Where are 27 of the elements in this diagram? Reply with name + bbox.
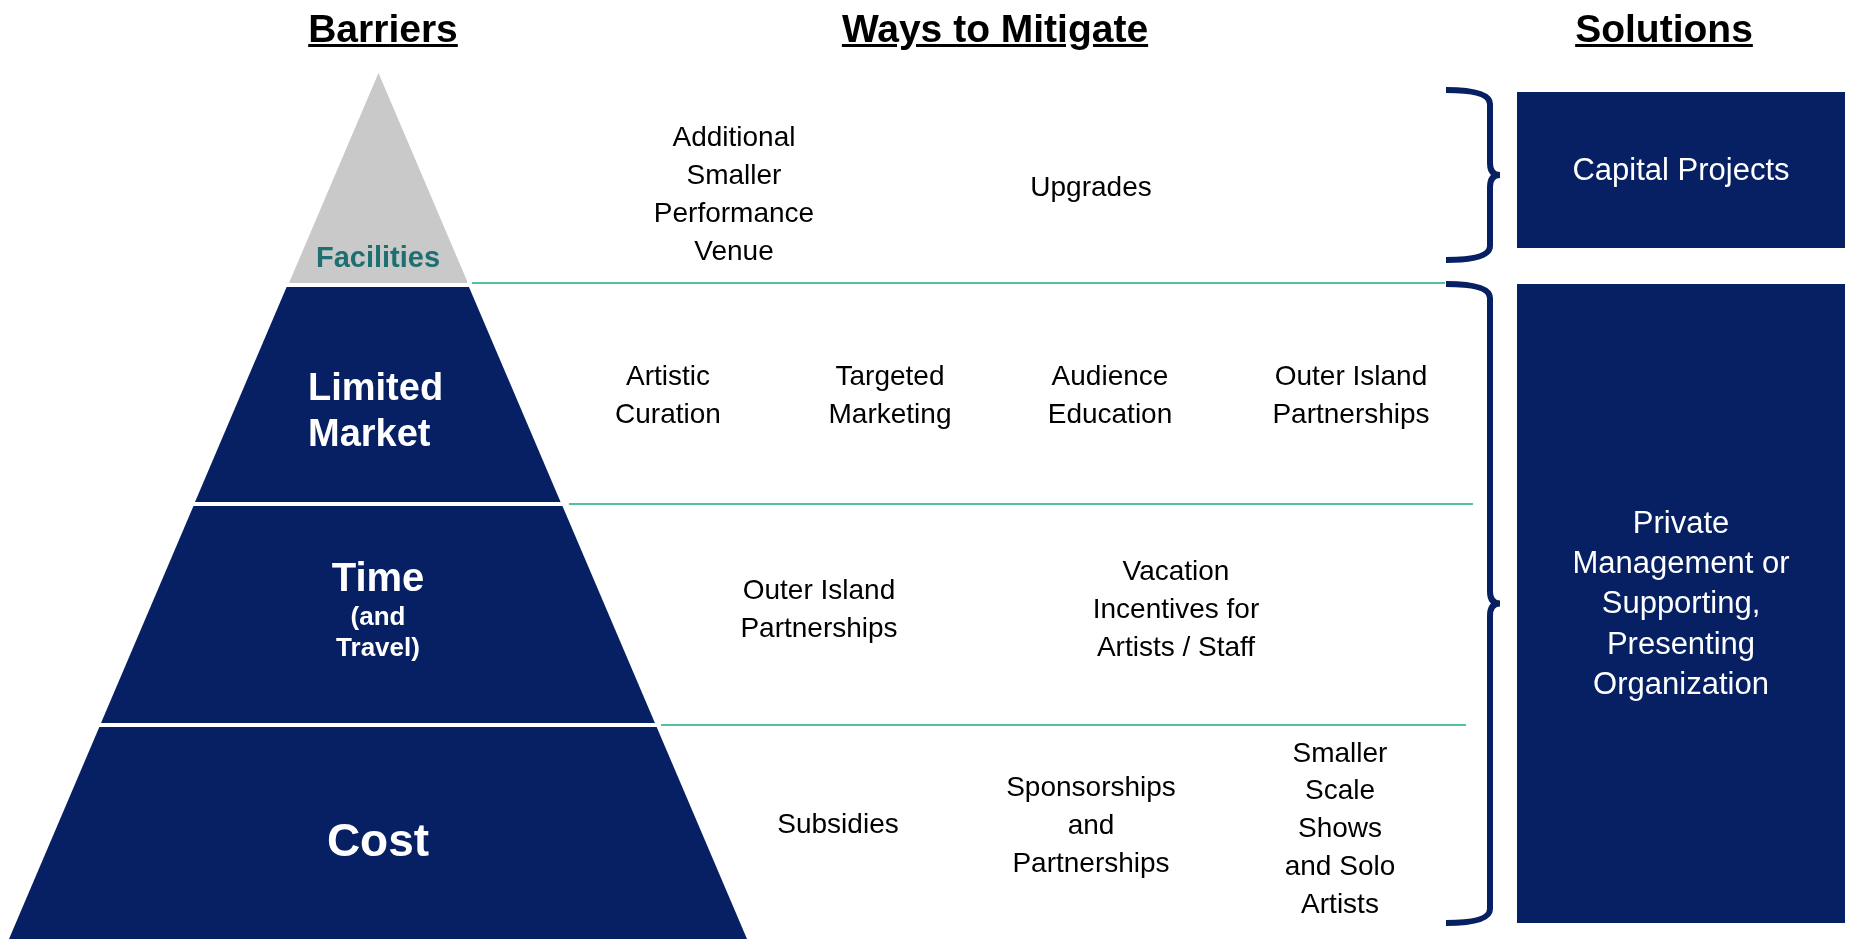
mitigation-text: Vacation Incentives for Artists / Staff <box>1091 554 1261 664</box>
layer-label: Facilities <box>315 240 441 275</box>
mitigation-text: Outer Island Partnerships <box>1271 359 1431 431</box>
layer-label: Cost <box>326 813 430 868</box>
column-heading: Barriers <box>308 5 458 52</box>
solution-label: Capital Projects <box>1571 150 1791 189</box>
mitigation-text: Sponsorships and Partnerships <box>1005 770 1177 880</box>
mitigation-text: Subsidies <box>777 807 899 842</box>
pyramid-layer <box>101 506 655 723</box>
mitigation-text: Upgrades <box>1030 170 1152 205</box>
column-heading: Solutions <box>1575 5 1753 52</box>
mitigation-text: Outer Island Partnerships <box>739 573 899 645</box>
mitigation-text: Audience Education <box>1046 359 1174 431</box>
pyramid-layer <box>195 287 561 502</box>
pyramid-layer <box>9 727 747 939</box>
layer-label: Time <box>331 554 425 601</box>
solution-label: Private Management or Supporting, Presenting Organization <box>1571 503 1791 703</box>
pyramid-layer <box>288 73 468 283</box>
mitigation-text: Targeted Marketing <box>827 359 953 431</box>
solution-box <box>1517 92 1845 248</box>
mitigation-text: Additional Smaller Performance Venue <box>652 120 816 268</box>
solution-box <box>1517 284 1845 923</box>
layer-label: (and Travel) <box>335 601 421 664</box>
layer-label: Limited Market <box>308 365 445 456</box>
mitigation-text: Smaller Scale Shows and Solo Artists <box>1283 735 1397 921</box>
column-heading: Ways to Mitigate <box>841 5 1149 52</box>
mitigation-text: Artistic Curation <box>614 359 722 431</box>
